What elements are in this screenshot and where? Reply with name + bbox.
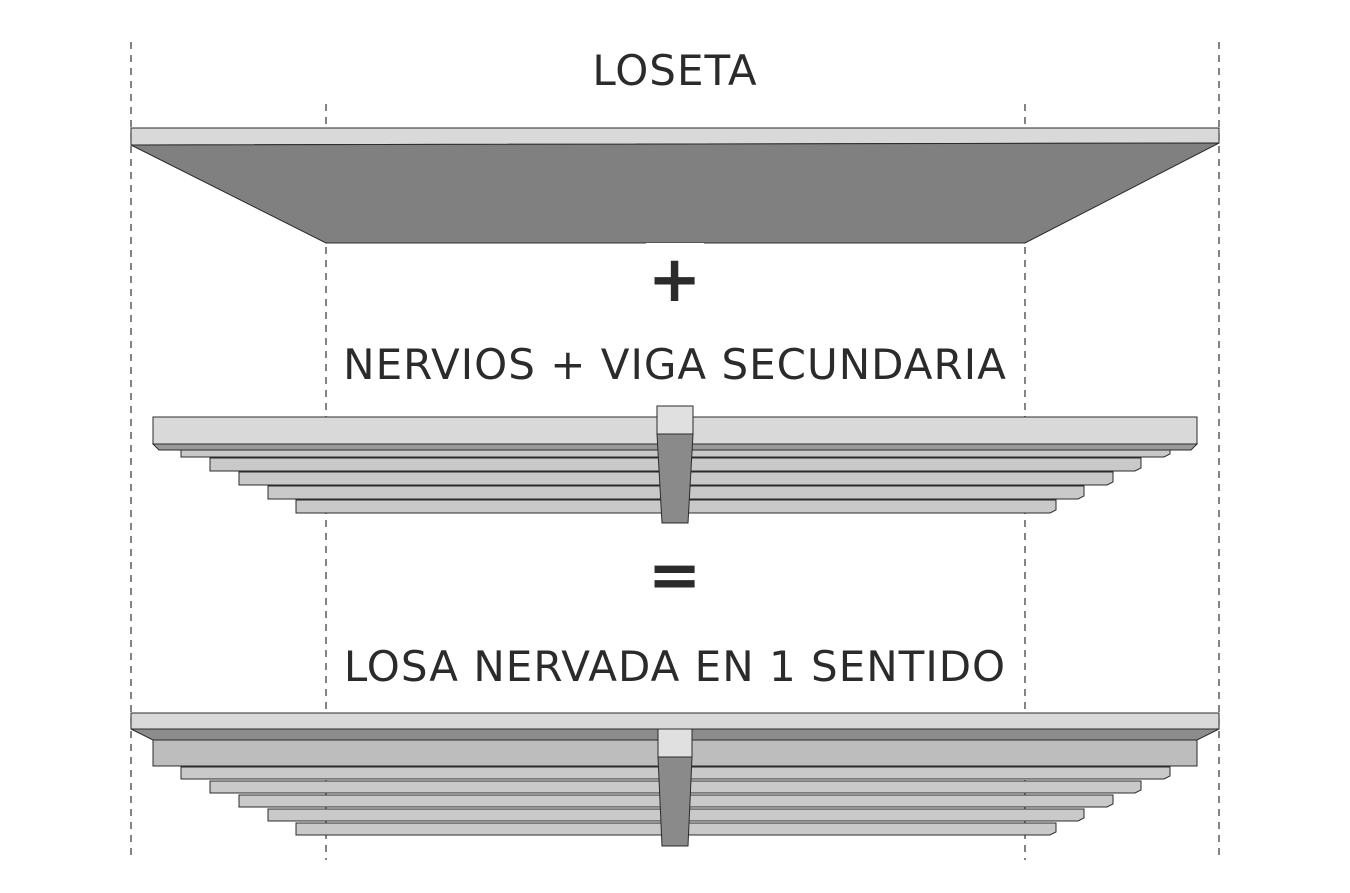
rib-stack (151, 416, 1199, 514)
label-loseta-text: LOSETA (590, 46, 760, 95)
ribbed-slab (130, 712, 1220, 847)
loseta-tapered-face (130, 142, 1220, 244)
label-loseta: LOSETA (0, 46, 1350, 96)
equals-symbol-text: = (645, 539, 705, 613)
slab-top-face (130, 712, 1220, 730)
label-nervios-viga-text: NERVIOS + VIGA SECUNDARIA (341, 340, 1009, 389)
equals-symbol: = (0, 539, 1350, 613)
slab-beam-top (657, 728, 693, 758)
label-losa-nervada: LOSA NERVADA EN 1 SENTIDO (0, 642, 1350, 692)
ribbed-slab-beam (657, 728, 693, 847)
secondary-beam (656, 405, 694, 524)
loseta-top-face (130, 127, 1220, 146)
slab-beam-web (657, 756, 693, 847)
label-losa-nervada-text: LOSA NERVADA EN 1 SENTIDO (341, 642, 1009, 691)
ribs-and-beam (151, 405, 1199, 524)
beam-top (656, 405, 694, 435)
plus-symbol: + (0, 243, 1350, 317)
loseta-slab (130, 127, 1220, 244)
beam-web (656, 433, 694, 524)
label-nervios-viga: NERVIOS + VIGA SECUNDARIA (0, 340, 1350, 390)
plus-symbol-text: + (645, 243, 705, 317)
